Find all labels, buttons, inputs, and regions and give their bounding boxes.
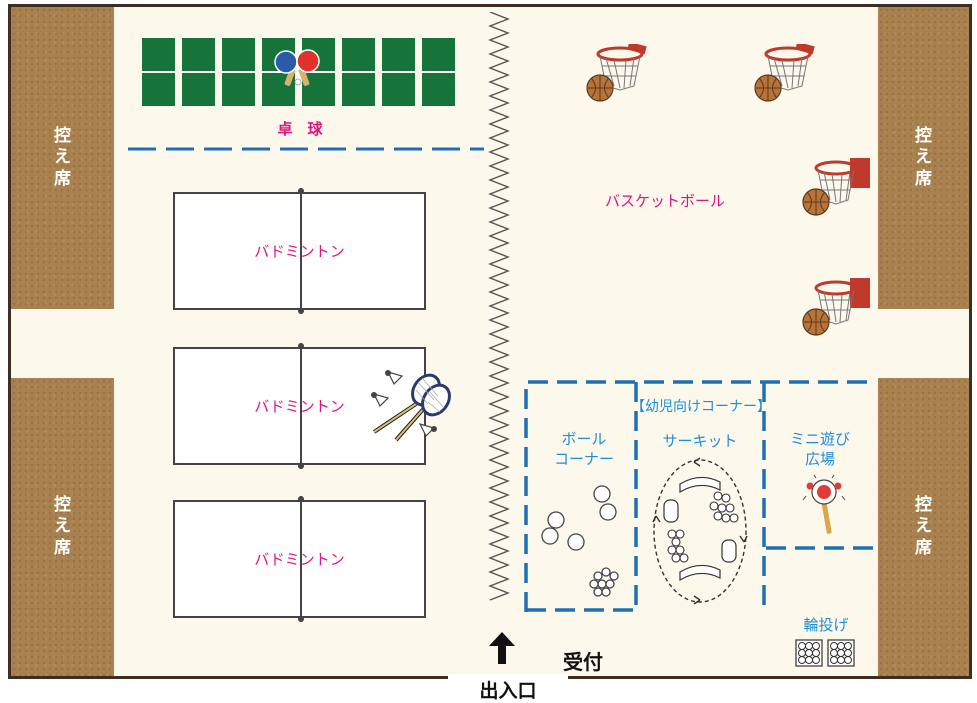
table-tennis-table — [382, 38, 415, 106]
rattle-toy-icon — [802, 474, 846, 534]
entrance-label: 出入口 — [479, 680, 537, 702]
seating-right-top: 控え席 — [878, 7, 969, 309]
ping-pong-paddles-icon — [274, 49, 320, 86]
seating-left-top: 控え席 — [11, 7, 114, 309]
basketball-hoop-icon — [586, 44, 647, 102]
basketball-hoop-icon — [754, 44, 815, 102]
badminton-court: バドミントン — [173, 496, 426, 622]
up-arrow-icon — [489, 632, 515, 664]
kids-corner-title: 【幼児向けコーナー】 — [631, 399, 771, 415]
badminton-rackets-icon — [371, 370, 451, 442]
circuit-track — [652, 457, 748, 605]
kids-corner-border — [524, 380, 876, 612]
partition-net — [488, 12, 510, 601]
reception-label: 受付 — [563, 650, 603, 674]
table-tennis-label: 卓 球 — [277, 120, 323, 138]
seating-right-bottom: 控え席 — [878, 378, 969, 676]
circuit-label: サーキット — [662, 432, 738, 450]
ball-corner-label: ボール コーナー — [553, 430, 614, 468]
mini-play-area-label: ミニ遊び 広場 — [789, 430, 850, 468]
ring-toss-label: 輪投げ — [803, 616, 849, 634]
table-tennis-table — [422, 38, 455, 106]
basketball-label: バスケットボール — [604, 192, 725, 210]
area-divider — [128, 147, 484, 151]
basketball-hoop-icon — [802, 278, 870, 336]
entrance-gap — [448, 674, 568, 682]
badminton-label: バドミントン — [254, 550, 345, 569]
table-tennis-table — [222, 38, 255, 106]
shuttlecock-icon — [371, 370, 437, 438]
basketball-hoop-icon — [802, 158, 870, 216]
table-tennis-table — [182, 38, 215, 106]
badminton-court: バドミントン — [173, 188, 426, 314]
table-tennis-table — [142, 38, 175, 106]
ring-toss-icon — [795, 639, 855, 667]
ball-icon — [541, 485, 619, 597]
floor-plan — [8, 4, 972, 679]
seating-left-bottom: 控え席 — [11, 378, 114, 676]
table-tennis-table — [342, 38, 375, 106]
badminton-label: バドミントン — [254, 242, 345, 261]
badminton-label: バドミントン — [254, 397, 345, 416]
